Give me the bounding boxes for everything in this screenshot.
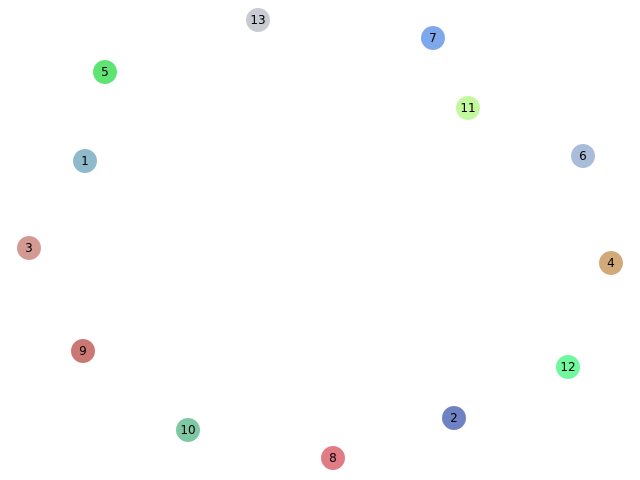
node-label: 10 <box>180 423 195 437</box>
graph-node-8: 8 <box>321 446 345 470</box>
node-label: 8 <box>329 451 337 465</box>
node-circle <box>321 446 345 470</box>
graph-node-5: 5 <box>93 60 117 84</box>
graph-node-11: 11 <box>456 96 480 120</box>
graph-node-3: 3 <box>17 236 41 260</box>
node-circle <box>176 418 200 442</box>
node-circle <box>442 406 466 430</box>
node-circle <box>93 60 117 84</box>
node-circle <box>71 339 95 363</box>
node-circle <box>73 149 97 173</box>
graph-node-13: 13 <box>246 8 270 32</box>
graph-node-12: 12 <box>556 355 580 379</box>
node-label: 7 <box>429 31 437 45</box>
node-circle <box>571 144 595 168</box>
node-label: 9 <box>79 344 87 358</box>
node-circle <box>17 236 41 260</box>
node-circle <box>599 251 623 275</box>
graph-node-6: 6 <box>571 144 595 168</box>
node-label: 5 <box>101 65 109 79</box>
graph-node-9: 9 <box>71 339 95 363</box>
node-label: 1 <box>81 154 89 168</box>
node-label: 6 <box>579 149 587 163</box>
graph-node-10: 10 <box>176 418 200 442</box>
graph-node-7: 7 <box>421 26 445 50</box>
node-label: 2 <box>450 411 458 425</box>
node-label: 3 <box>25 241 33 255</box>
node-label: 12 <box>560 360 575 374</box>
node-label: 11 <box>460 101 475 115</box>
node-label: 4 <box>607 256 615 270</box>
graph-node-1: 1 <box>73 149 97 173</box>
node-label: 13 <box>250 13 265 27</box>
graph-node-4: 4 <box>599 251 623 275</box>
node-circle <box>556 355 580 379</box>
node-circle <box>421 26 445 50</box>
node-circle <box>246 8 270 32</box>
graph-node-2: 2 <box>442 406 466 430</box>
node-circle <box>456 96 480 120</box>
